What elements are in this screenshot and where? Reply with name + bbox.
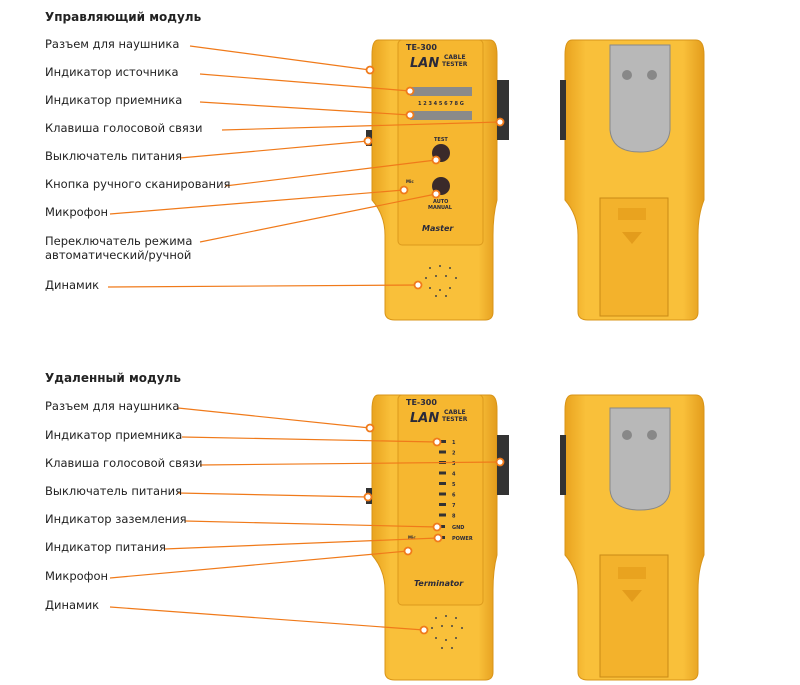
speaker-holes bbox=[425, 265, 457, 297]
led-label: 6 bbox=[452, 493, 456, 499]
callout-dot bbox=[365, 65, 375, 75]
callout-line bbox=[177, 407, 371, 429]
callout-label: Разъем для наушника bbox=[45, 399, 180, 413]
svg-text:TEST: TEST bbox=[434, 137, 448, 143]
callout-line bbox=[109, 550, 409, 579]
svg-text:GND: GND bbox=[452, 525, 464, 531]
receiver-led-bar bbox=[410, 111, 472, 120]
callout-line bbox=[177, 492, 369, 498]
callout-dot bbox=[495, 117, 505, 127]
callout-line bbox=[199, 193, 437, 243]
led-label: 4 bbox=[452, 472, 456, 478]
master-front: TE-300 LAN CABLE TESTER 1 2 3 4 5 6 7 8 … bbox=[366, 39, 509, 321]
callout-dot bbox=[405, 86, 415, 96]
led-label: 2 bbox=[452, 451, 456, 457]
callout-line bbox=[199, 73, 411, 92]
callout-dot bbox=[431, 155, 441, 165]
svg-text:CABLE: CABLE bbox=[444, 54, 466, 61]
callout-dot bbox=[419, 625, 429, 635]
callout-dot bbox=[365, 423, 375, 433]
callout-line bbox=[184, 520, 438, 528]
callout-line bbox=[221, 121, 501, 131]
remote-back bbox=[560, 394, 705, 681]
svg-text:TE-300: TE-300 bbox=[406, 43, 437, 52]
callout-label: Микрофон bbox=[45, 569, 109, 583]
callout-line bbox=[107, 284, 419, 288]
callout-dot bbox=[431, 189, 441, 199]
callout-dot bbox=[432, 437, 442, 447]
callout-dot bbox=[363, 136, 373, 146]
svg-text:TESTER: TESTER bbox=[442, 416, 468, 423]
callout-label: Выключатель питания bbox=[45, 484, 182, 498]
svg-text:AUTO: AUTO bbox=[433, 199, 448, 205]
callout-label: Клавиша голосовой связи bbox=[45, 121, 203, 135]
callout-label: автоматический/ручной bbox=[45, 248, 192, 262]
callout-line bbox=[163, 537, 439, 550]
callout-label: Индикатор питания bbox=[45, 540, 166, 554]
svg-text:Mic: Mic bbox=[408, 535, 416, 540]
callout-label: Кнопка ручного сканирования bbox=[45, 177, 231, 191]
callout-dot bbox=[432, 522, 442, 532]
svg-text:Master: Master bbox=[422, 224, 454, 233]
callout-label: Индикатор приемника bbox=[45, 428, 183, 442]
callout-label: Индикатор заземления bbox=[45, 512, 187, 526]
callout-dot bbox=[399, 185, 409, 195]
callout-dot bbox=[403, 546, 413, 556]
callout-label: Динамик bbox=[45, 598, 100, 612]
callout-line bbox=[109, 189, 405, 215]
callout-dot bbox=[413, 280, 423, 290]
talk-key bbox=[497, 80, 509, 140]
svg-text:1 2 3 4 5 6 7 8 G: 1 2 3 4 5 6 7 8 G bbox=[418, 101, 464, 107]
master-heading: Управляющий модуль bbox=[45, 10, 202, 24]
callout-line bbox=[179, 140, 369, 159]
svg-text:POWER: POWER bbox=[452, 536, 473, 542]
led-indicator bbox=[439, 440, 446, 443]
callout-dot bbox=[433, 533, 443, 543]
led-label: 8 bbox=[452, 514, 456, 520]
svg-text:LAN: LAN bbox=[410, 411, 439, 426]
led-indicator bbox=[439, 513, 446, 517]
callout-line bbox=[224, 159, 437, 187]
svg-text:CABLE: CABLE bbox=[444, 409, 466, 416]
callout-line bbox=[189, 45, 371, 71]
remote-heading: Удаленный модуль bbox=[45, 371, 181, 385]
callout-dot bbox=[363, 492, 373, 502]
callout-dot bbox=[405, 110, 415, 120]
svg-text:MANUAL: MANUAL bbox=[428, 205, 453, 211]
led-label: 7 bbox=[452, 503, 456, 509]
led-indicator bbox=[439, 492, 446, 496]
led-label: 1 bbox=[452, 440, 456, 446]
callout-label: Клавиша голосовой связи bbox=[45, 456, 203, 470]
led-indicator bbox=[439, 503, 446, 506]
led-indicator bbox=[439, 482, 446, 485]
callout-label: Динамик bbox=[45, 278, 100, 292]
svg-text:TE-300: TE-300 bbox=[406, 398, 437, 407]
svg-text:Mic: Mic bbox=[406, 179, 414, 184]
callout-label: Индикатор источника bbox=[45, 65, 179, 79]
callout-line bbox=[199, 461, 501, 466]
source-led-bar bbox=[410, 87, 472, 96]
callout-label: Микрофон bbox=[45, 205, 109, 219]
svg-text:TESTER: TESTER bbox=[442, 61, 468, 68]
callout-label: Индикатор приемника bbox=[45, 93, 183, 107]
callout-line bbox=[181, 436, 438, 443]
led-indicator bbox=[439, 450, 446, 454]
callout-label: Выключатель питания bbox=[45, 149, 182, 163]
led-indicator bbox=[439, 471, 446, 475]
led-label: 5 bbox=[452, 482, 456, 488]
svg-text:LAN: LAN bbox=[410, 56, 439, 71]
callout-label: Разъем для наушника bbox=[45, 37, 180, 51]
master-back bbox=[560, 39, 705, 321]
callout-line bbox=[199, 101, 411, 116]
callout-label: Переключатель режима bbox=[45, 234, 193, 248]
led-label: 3 bbox=[452, 461, 456, 467]
callout-dot bbox=[495, 457, 505, 467]
callout-line bbox=[109, 606, 425, 631]
svg-text:Terminator: Terminator bbox=[414, 579, 464, 588]
